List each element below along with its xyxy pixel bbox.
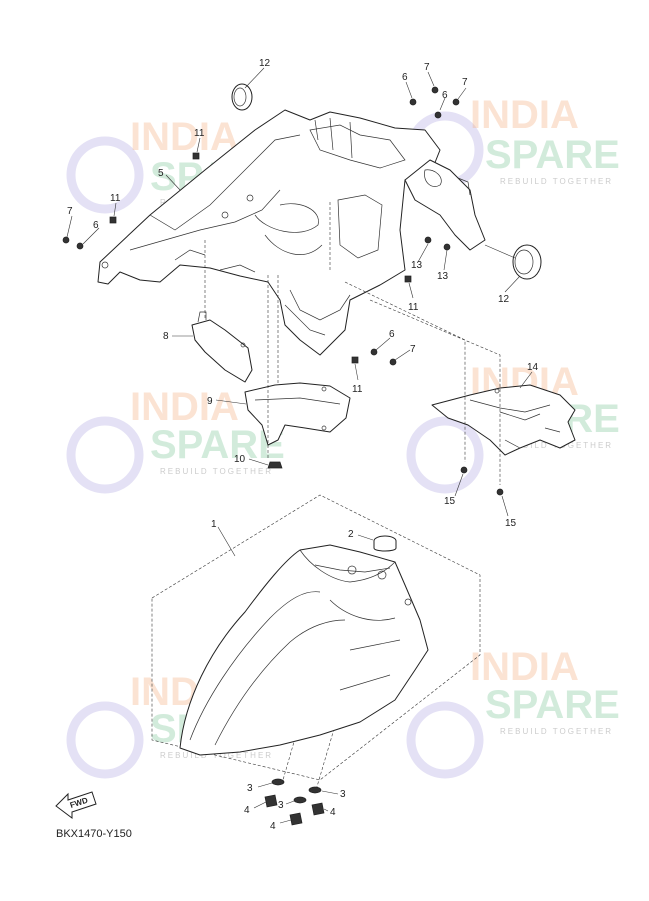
- watermark-line2: SPARE: [485, 133, 620, 177]
- watermark-line1: INDIA: [130, 115, 239, 159]
- callout-7: 7: [462, 77, 468, 88]
- callout-11: 11: [194, 128, 205, 139]
- diagram-code: BKX1470-Y150: [56, 828, 132, 840]
- callout-6: 6: [402, 72, 408, 83]
- callout-4: 4: [244, 805, 250, 816]
- callout-11: 11: [408, 302, 419, 313]
- fwd-arrow: FWD: [55, 791, 97, 819]
- watermark-tagline: REBUILD TOGETHER: [500, 177, 613, 186]
- part-8-cover: [191, 311, 253, 383]
- callout-4: 4: [270, 821, 276, 832]
- watermark-top-right: INDIA SPARE REBUILD TOGETHER: [406, 93, 620, 189]
- callout-5: 5: [158, 168, 164, 179]
- callout-6: 6: [442, 90, 448, 101]
- callout-7: 7: [424, 62, 430, 73]
- part-1-front-fender: [179, 544, 429, 756]
- reflector-right: [484, 244, 542, 280]
- callout-3: 3: [278, 800, 284, 811]
- watermark-line1: INDIA: [130, 385, 239, 429]
- watermark-line2: SPARE: [485, 683, 620, 727]
- watermark-mid-left: INDIA SPARE REBUILD TOGETHER: [66, 385, 285, 494]
- part-5-inner-fender: [97, 109, 441, 356]
- callout-7: 7: [67, 206, 73, 217]
- callout-3: 3: [340, 789, 346, 800]
- watermark-tagline: REBUILD TOGETHER: [500, 727, 613, 736]
- callout-12: 12: [259, 58, 271, 69]
- watermark-line2: SPARE: [150, 423, 285, 467]
- callout-4: 4: [330, 807, 336, 818]
- callout-15: 15: [444, 496, 456, 507]
- callout-14: 14: [527, 362, 539, 373]
- watermark-tagline: REBUILD TOGETHER: [160, 467, 273, 476]
- part-1-group-boundary: [151, 494, 481, 781]
- callout-2: 2: [348, 529, 354, 540]
- callout-3: 3: [247, 783, 253, 794]
- callout-12: 12: [498, 294, 510, 305]
- part-14-under-tray: [431, 384, 576, 456]
- callout-10: 10: [234, 454, 246, 465]
- fasteners-bottom: [264, 778, 325, 826]
- callout-8: 8: [163, 331, 169, 342]
- callout-15: 15: [505, 518, 517, 529]
- tail-bracket: [404, 159, 486, 251]
- callout-11: 11: [110, 193, 121, 204]
- callout-6: 6: [93, 220, 99, 231]
- callout-7: 7: [410, 344, 416, 355]
- watermark-line1: INDIA: [470, 645, 579, 689]
- callout-1: 1: [211, 519, 217, 530]
- part-2-plug: [373, 535, 397, 552]
- watermark-tagline: REBUILD TOGETHER: [160, 751, 273, 760]
- watermark-bottom-right: INDIA SPARE REBUILD TOGETHER: [406, 645, 620, 779]
- part-9-splash-guard: [244, 382, 351, 446]
- callout-13: 13: [411, 260, 423, 271]
- fasteners-top: [62, 86, 504, 496]
- part-10-clip: [267, 461, 283, 469]
- callout-9: 9: [207, 396, 213, 407]
- callout-6: 6: [389, 329, 395, 340]
- callout-13: 13: [437, 271, 449, 282]
- reflector-top: [231, 83, 253, 111]
- watermark-line1: INDIA: [470, 93, 579, 137]
- callout-11: 11: [352, 384, 363, 395]
- callouts: 12 6 7 6 7 11 5 11 7 6 13 13 12 11 8 6 7: [66, 58, 539, 832]
